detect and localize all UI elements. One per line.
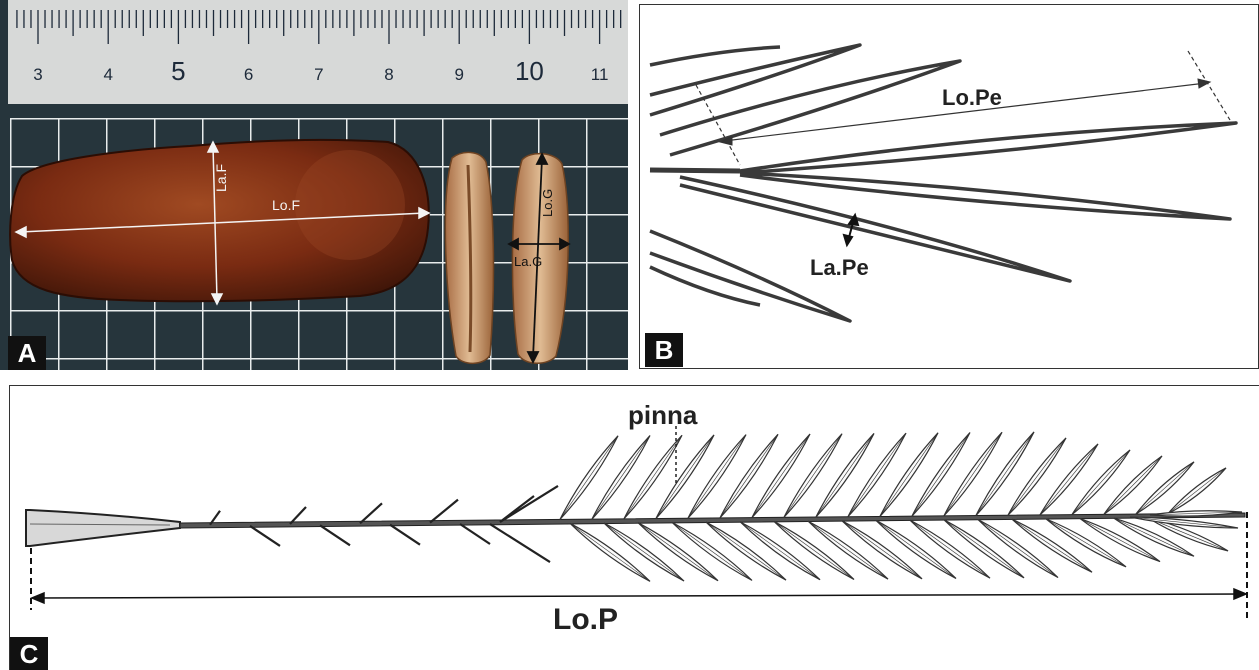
panel-b-drawing: Lo.Pe La.Pe B [639,4,1259,369]
palm-leaf: pinna Lo.P [10,386,1259,670]
panel-c-label: C [10,637,48,670]
panel-a-photo: 3 4 5 6 7 8 9 10 11 La.F Lo.F Lo.G La.G [0,0,628,370]
leaflet-midrib [624,435,682,518]
leaflet-midrib [592,436,650,519]
palm-length-label: Lo.P [553,603,618,636]
leaflet-midrib [1072,450,1130,515]
petiole [26,510,180,546]
leaflet-midrib [1040,444,1098,515]
leaflet-midrib [1080,519,1160,562]
ruler-number: 7 [314,65,323,84]
palm-length-line [34,594,1244,598]
leaflet-midrib [1130,517,1238,528]
leaflet-midrib [1046,519,1126,567]
pinna-length-ext-right [1188,51,1230,120]
seed-width-label: La.G [514,254,542,269]
fruit-width-label: La.F [213,164,229,192]
leaflet-midrib [1012,519,1092,572]
leaflet-midrib [880,433,938,516]
ruler-number: 10 [515,56,544,86]
leaflet-midrib [720,434,778,518]
ruler-number: 11 [591,65,609,84]
pinna-closeup: Lo.Pe La.Pe [640,5,1259,369]
leaflet-midrib [944,432,1002,516]
leaflets [560,432,1242,581]
spine-lower [490,524,550,562]
fruit-length-label: Lo.F [272,197,300,213]
leaflet-midrib [752,434,810,518]
leaflet-midrib [560,436,618,520]
pinna-width-arrowhead-bottom [844,235,852,245]
leaflet-midrib [976,432,1034,516]
ruler-number: 4 [103,65,112,84]
leaflet-1 [650,47,780,65]
ruler-number: 9 [454,65,463,84]
panel-b-label: B [645,333,683,367]
panel-a-drawing: 3 4 5 6 7 8 9 10 11 La.F Lo.F Lo.G La.G [0,0,628,370]
spine-upper [360,503,382,523]
pinna-length-label: Lo.Pe [942,85,1002,110]
panel-a-label: A [8,336,46,370]
pinna-width-label: La.Pe [810,255,869,280]
ruler-number: 8 [384,65,393,84]
spine-lower [460,524,490,544]
pinna-label: pinna [628,400,698,430]
fruit-highlight [295,150,405,260]
leaflet-main-mid [740,173,1230,219]
seed-length-label: Lo.G [540,189,555,217]
leaflet-midrib [784,434,842,518]
leaflet-midrib [848,433,906,517]
spine-lower [250,526,280,546]
ruler-number: 5 [171,56,185,86]
leaflet-midrib [1008,438,1066,515]
panel-c-drawing: pinna Lo.P C [9,385,1259,670]
rachis [650,170,740,171]
leaflet-midrib [912,433,970,516]
ruler-number: 6 [244,65,253,84]
spine-lower [390,525,420,545]
leaflet-midrib [656,435,714,519]
pinna-length-arrowhead-right [1198,79,1210,88]
leaflet-3 [660,61,960,155]
palm-length-arrowhead-left [32,593,44,603]
leaflet-midrib [816,433,874,517]
leaflet-midrib [688,435,746,519]
spine-lower [320,525,350,545]
palm-length-arrowhead-right [1234,589,1246,599]
ruler-number: 3 [33,65,42,84]
spine-upper [430,500,458,523]
spine-upper [500,486,558,522]
